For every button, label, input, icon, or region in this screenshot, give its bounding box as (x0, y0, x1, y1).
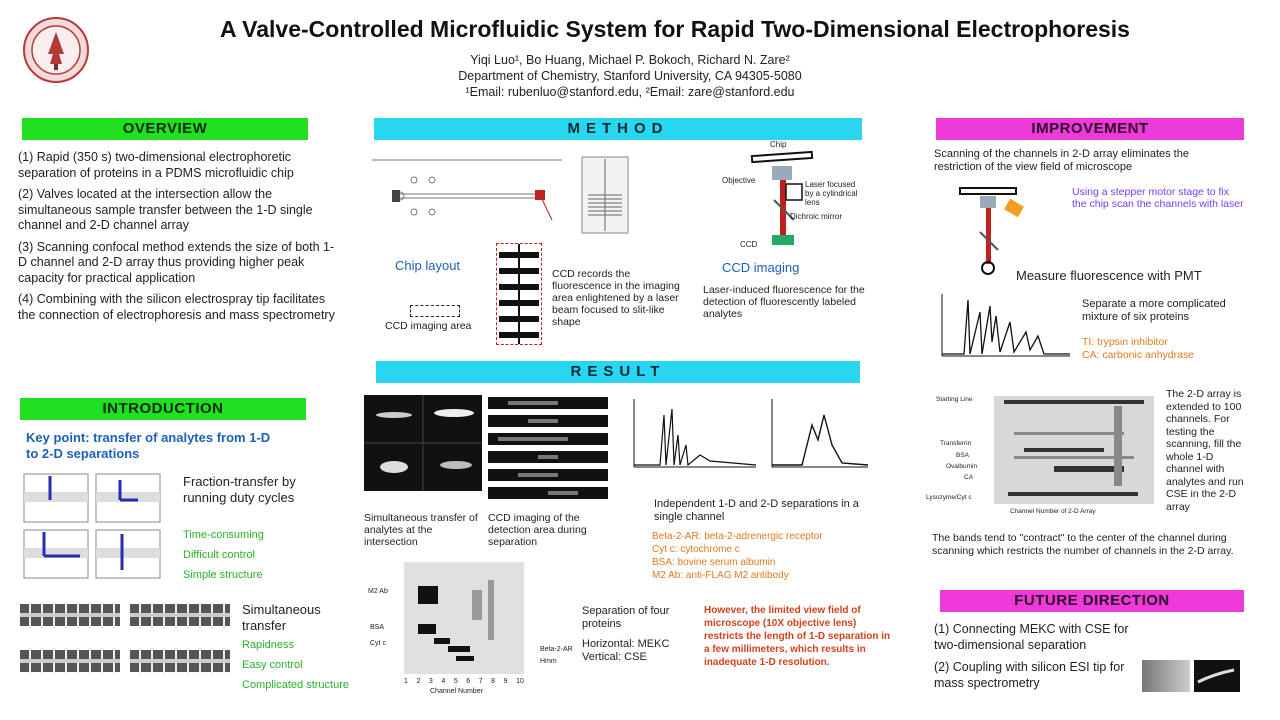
poster-title: A Valve-Controlled Microfluidic System f… (220, 16, 1130, 42)
protein-legend: Beta-2-AR: beta-2-adrenergic receptor Cy… (652, 530, 872, 582)
ccd-area-label: CCD imaging area (385, 320, 472, 332)
stanford-seal-logo (22, 16, 90, 84)
overview-item: (2) Valves located at the intersection a… (18, 187, 313, 232)
emails: ¹Email: rubenluo@stanford.edu, ²Email: z… (465, 85, 795, 99)
pmt-label: Measure fluorescence with PMT (1016, 268, 1202, 283)
chip-layout-label: Chip layout (395, 258, 461, 273)
gel-x-label: Channel Number (430, 688, 483, 695)
overview-item: (3) Scanning confocal method extends the… (18, 239, 335, 285)
array-gel-label: Starting Line (936, 396, 973, 403)
ccd-optics-figure (722, 140, 842, 250)
overview-list: (1) Rapid (350 s) two-dimensional electr… (18, 150, 338, 323)
ccd-imaging-label: CCD imaging (722, 260, 800, 275)
gel-x-ticks: 1 2 3 4 5 6 7 8 9 10 (404, 678, 524, 685)
duty-cycle-figure (20, 470, 170, 590)
method-header: METHOD (374, 118, 862, 140)
chip-layout-figure (362, 150, 572, 250)
array-gel-label: CA (964, 474, 974, 481)
laser-tag: Laser focused by a cylindrical lens (805, 180, 858, 207)
gel-x-tick: 2 (416, 678, 421, 685)
overview-item: (4) Combining with the silicon electrosp… (18, 292, 335, 322)
channel-array-figure (580, 155, 630, 235)
stepper-motor-text: Using a stepper motor stage to fix the c… (1072, 186, 1244, 210)
1d-electropherogram (620, 395, 760, 475)
array-gel-xlabel: Channel Number of 2-D Array (1010, 508, 1096, 515)
array-gel-figure (994, 396, 1154, 504)
simul-point: Easy control (242, 659, 303, 671)
six-protein-electropherogram (934, 292, 1074, 364)
gel-x-tick: 10 (516, 678, 524, 685)
simultaneous-caption: Simultaneous transfer of analytes at the… (364, 512, 478, 548)
imaging-area-figure (496, 243, 542, 345)
array-gel-label: Ovalbumin (946, 463, 978, 470)
2d-electropherogram (762, 395, 872, 475)
fraction-transfer-title: Fraction-transfer by running duty cycles (183, 474, 296, 505)
legend-item: M2 Ab: anti-FLAG M2 antibody (652, 570, 789, 581)
key-point: Key point: transfer of analytes from 1-D… (26, 430, 271, 461)
simul-point: Complicated structure (242, 679, 349, 691)
independent-caption: Independent 1-D and 2-D separations in a… (654, 498, 859, 523)
chip-tag: Chip (770, 140, 787, 149)
improvement-header: IMPROVEMENT (936, 118, 1244, 140)
array-gel-label: BSA (956, 452, 970, 459)
gel-x-tick: 5 (453, 678, 458, 685)
introduction-header: INTRODUCTION (20, 398, 306, 420)
ccd-area-marker (410, 305, 460, 317)
pmt-optics-figure (936, 176, 1036, 276)
ccd-records-text: CCD records the fluorescence in the imag… (552, 268, 680, 328)
future-item: (2) Coupling with silicon ESI tip for ma… (934, 660, 1125, 690)
author-block: Yiqi Luo¹, Bo Huang, Michael P. Bokoch, … (330, 52, 930, 100)
gel-label: Hmm (540, 658, 557, 665)
legend-item: Beta-2-AR: beta-2-adrenergic receptor (652, 531, 823, 542)
result-header: RESULT (376, 361, 860, 383)
overview-header: OVERVIEW (22, 118, 308, 140)
dichroic-tag: Dichroic mirror (790, 212, 842, 221)
ccd-imaging-frames (488, 395, 608, 503)
array-gel-label: Lysozyme/Cyt c (926, 494, 972, 501)
gel-x-tick: 8 (491, 678, 496, 685)
gel-x-tick: 1 (404, 678, 408, 685)
esi-spray-photo (1194, 660, 1240, 692)
separation-caption: Separation of four proteins (582, 605, 670, 630)
array-text: The 2-D array is extended to 100 channel… (1166, 388, 1244, 513)
legend-item: BSA: bovine serum albumin (652, 557, 776, 568)
ccd-caption: CCD imaging of the detection area during… (488, 512, 587, 548)
array-gel-label: Transferrin (940, 440, 972, 447)
gel-x-tick: 9 (503, 678, 508, 685)
fraction-point: Simple structure (183, 569, 263, 581)
legend-item: Cyt c: cytochrome c (652, 544, 740, 555)
authors: Yiqi Luo¹, Bo Huang, Michael P. Bokoch, … (470, 53, 790, 67)
gel-separation-figure (364, 560, 534, 692)
limitation-text: However, the limited view field of micro… (704, 605, 891, 668)
affiliation: Department of Chemistry, Stanford Univer… (458, 69, 802, 83)
ccd-tag: CCD (740, 240, 758, 249)
gel-x-tick: 7 (478, 678, 483, 685)
future-header: FUTURE DIRECTION (940, 590, 1244, 612)
improvement-intro: Scanning of the channels in 2-D array el… (934, 148, 1189, 173)
lif-caption: Laser-induced fluorescence for the detec… (703, 284, 865, 320)
objective-tag: Objective (722, 176, 756, 185)
gel-label: Beta-2-AR (540, 646, 573, 653)
ti-legend: TI: trypsin inhibitor (1082, 336, 1168, 348)
simultaneous-transfer-title: Simultaneous transfer (242, 602, 321, 633)
valve-array-figure (20, 598, 235, 698)
gel-label: BSA (370, 624, 385, 631)
axes-caption: Horizontal: MEKC Vertical: CSE (582, 638, 670, 663)
gel-x-tick: 3 (428, 678, 433, 685)
gel-x-tick: 4 (441, 678, 446, 685)
ca-legend: CA: carbonic anhydrase (1082, 349, 1195, 361)
esi-tip-photo (1142, 660, 1190, 692)
gel-label: M2 Ab (368, 588, 388, 595)
future-item: (1) Connecting MEKC with CSE for two-dim… (934, 622, 1129, 652)
fraction-point: Difficult control (183, 549, 255, 561)
fraction-point: Time-consuming (183, 529, 264, 541)
bands-text: The bands tend to "contract" to the cent… (932, 532, 1234, 557)
separate-text: Separate a more complicated mixture of s… (1082, 298, 1226, 323)
gel-x-tick: 6 (466, 678, 471, 685)
transfer-images (364, 395, 482, 491)
gel-label: Cyt c (370, 640, 386, 647)
overview-item: (1) Rapid (350 s) two-dimensional electr… (18, 150, 294, 180)
simul-point: Rapidness (242, 639, 294, 651)
